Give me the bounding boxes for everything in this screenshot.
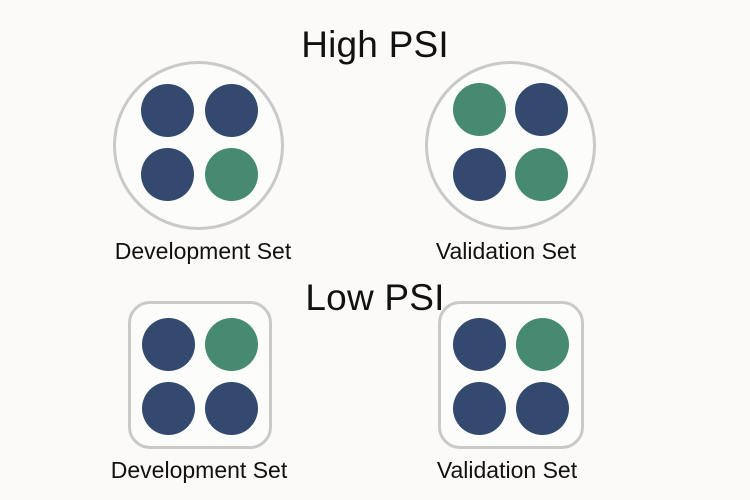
high-psi-val-dot-4 <box>515 148 568 201</box>
low-psi-dev-dot-3 <box>142 382 195 435</box>
high-psi-val-dot-2 <box>515 83 568 136</box>
low-psi-dev-dot-1 <box>142 318 195 371</box>
high-psi-dev-dot-2 <box>205 84 258 137</box>
low-psi-val-dot-1 <box>453 318 506 371</box>
low-psi-development-label: Development Set <box>110 457 288 483</box>
high-psi-val-dot-1 <box>453 83 506 136</box>
high-psi-val-dot-3 <box>453 148 506 201</box>
high-psi-dev-dot-3 <box>141 148 194 201</box>
high-psi-development-container <box>113 61 284 230</box>
low-psi-val-dot-2 <box>516 318 569 371</box>
low-psi-validation-label: Validation Set <box>436 457 578 483</box>
high-psi-development-label: Development Set <box>114 238 292 264</box>
high-psi-dev-dot-1 <box>141 84 194 137</box>
low-psi-dev-dot-4 <box>205 382 258 435</box>
high-psi-dev-dot-4 <box>205 148 258 201</box>
high-psi-title: High PSI <box>301 24 449 65</box>
low-psi-title: Low PSI <box>305 277 445 318</box>
low-psi-val-dot-4 <box>516 382 569 435</box>
high-psi-validation-label: Validation Set <box>435 238 577 264</box>
low-psi-dev-dot-2 <box>205 318 258 371</box>
low-psi-val-dot-3 <box>453 382 506 435</box>
high-psi-validation-container <box>425 61 596 230</box>
